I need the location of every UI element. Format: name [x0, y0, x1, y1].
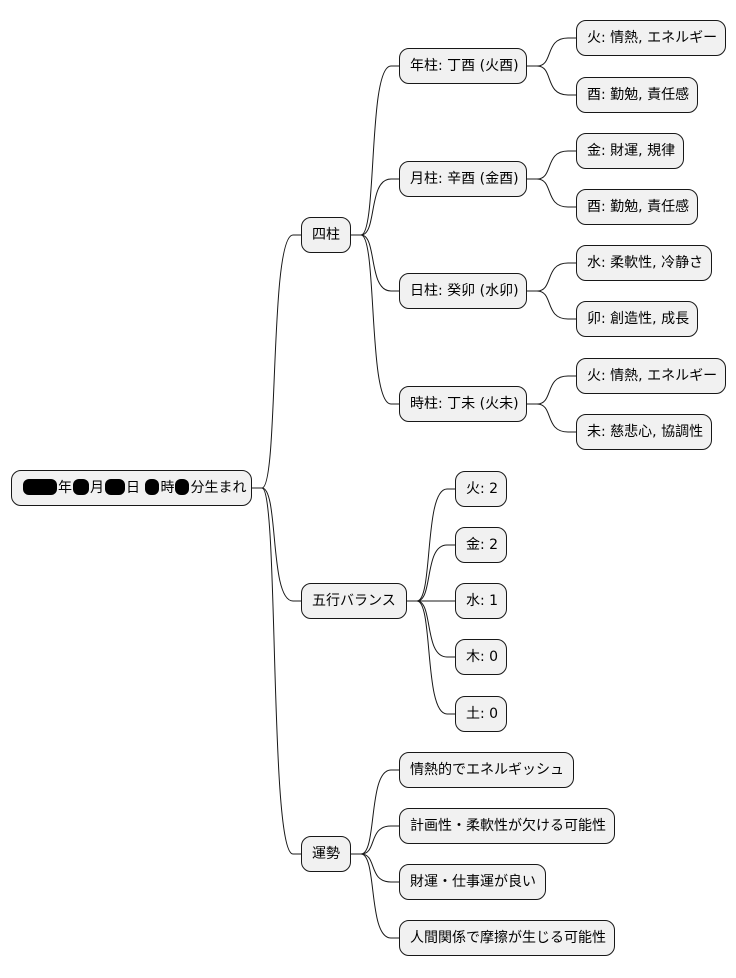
branch-fortune: 運勢 [301, 836, 351, 872]
root-minute-suffix: 分生まれ [190, 480, 247, 496]
connector-root-b1 [252, 487, 301, 602]
connector-b0-p0 [351, 65, 399, 236]
element-earth-count: 土: 0 [455, 696, 507, 732]
redacted-hour [145, 479, 160, 495]
connector-b0-p3 [351, 234, 399, 405]
element-water-count: 水: 1 [455, 583, 507, 619]
connector-b0-p2 [351, 234, 399, 292]
connector-b1-e0 [407, 488, 455, 602]
connector-p0-p0c1 [527, 65, 576, 96]
connector-root-b2 [252, 487, 301, 855]
pillar-hour-detail-element: 火: 情熱, エネルギー [576, 358, 726, 394]
connector-p1-p1c0 [527, 150, 576, 180]
branch-five-elements-balance: 五行バランス [301, 583, 407, 619]
root-month-suffix: 月 [90, 480, 104, 496]
pillar-month-detail-branch: 酉: 勤勉, 責任感 [576, 189, 698, 225]
fortune-item-lack-planning: 計画性・柔軟性が欠ける可能性 [399, 808, 615, 844]
redacted-month [73, 479, 89, 495]
root-node-birth-datetime: 年 月 日 時分生まれ [11, 470, 252, 506]
connector-b0-p1 [351, 178, 399, 236]
root-hour-suffix: 時 [160, 480, 175, 496]
connector-p1-p1c1 [527, 178, 576, 208]
branch-four-pillars: 四柱 [301, 217, 351, 253]
redacted-day [105, 479, 125, 495]
root-day-suffix: 日 [126, 480, 140, 496]
pillar-day: 日柱: 癸卯 (水卯) [399, 273, 527, 309]
connector-p3-p3c0 [527, 375, 576, 405]
pillar-month: 月柱: 辛酉 (金酉) [399, 161, 527, 197]
connector-b1-e1 [407, 544, 455, 602]
connector-b2-f1 [351, 825, 399, 855]
pillar-year-detail-branch: 酉: 勤勉, 責任感 [576, 77, 698, 113]
pillar-year-detail-element: 火: 情熱, エネルギー [576, 20, 726, 56]
fortune-item-relationship-friction: 人間関係で摩擦が生じる可能性 [399, 920, 615, 956]
pillar-day-detail-branch: 卯: 創造性, 成長 [576, 301, 698, 337]
pillar-day-detail-element: 水: 柔軟性, 冷静さ [576, 245, 712, 281]
connector-p0-p0c0 [527, 37, 576, 67]
connector-b2-f2 [351, 853, 399, 883]
fortune-item-good-wealth-career: 財運・仕事運が良い [399, 864, 546, 900]
connector-b1-e3 [407, 600, 455, 658]
element-fire-count: 火: 2 [455, 471, 507, 507]
pillar-hour: 時柱: 丁未 (火未) [399, 386, 527, 422]
redacted-minute [175, 479, 190, 495]
element-wood-count: 木: 0 [455, 639, 507, 675]
connector-b2-f3 [351, 853, 399, 939]
connector-b1-e4 [407, 600, 455, 715]
connector-p3-p3c1 [527, 403, 576, 433]
redacted-year [23, 479, 57, 495]
pillar-hour-detail-branch: 未: 慈悲心, 協調性 [576, 414, 712, 450]
connector-b2-f0 [351, 769, 399, 855]
connector-p2-p2c0 [527, 262, 576, 292]
connector-p2-p2c1 [527, 290, 576, 320]
element-metal-count: 金: 2 [455, 527, 507, 563]
root-year-suffix: 年 [58, 480, 72, 496]
pillar-year: 年柱: 丁酉 (火酉) [399, 48, 527, 84]
fortune-item-passionate: 情熱的でエネルギッシュ [399, 752, 574, 788]
pillar-month-detail-element: 金: 財運, 規律 [576, 133, 684, 169]
connector-root-b0 [252, 234, 301, 489]
